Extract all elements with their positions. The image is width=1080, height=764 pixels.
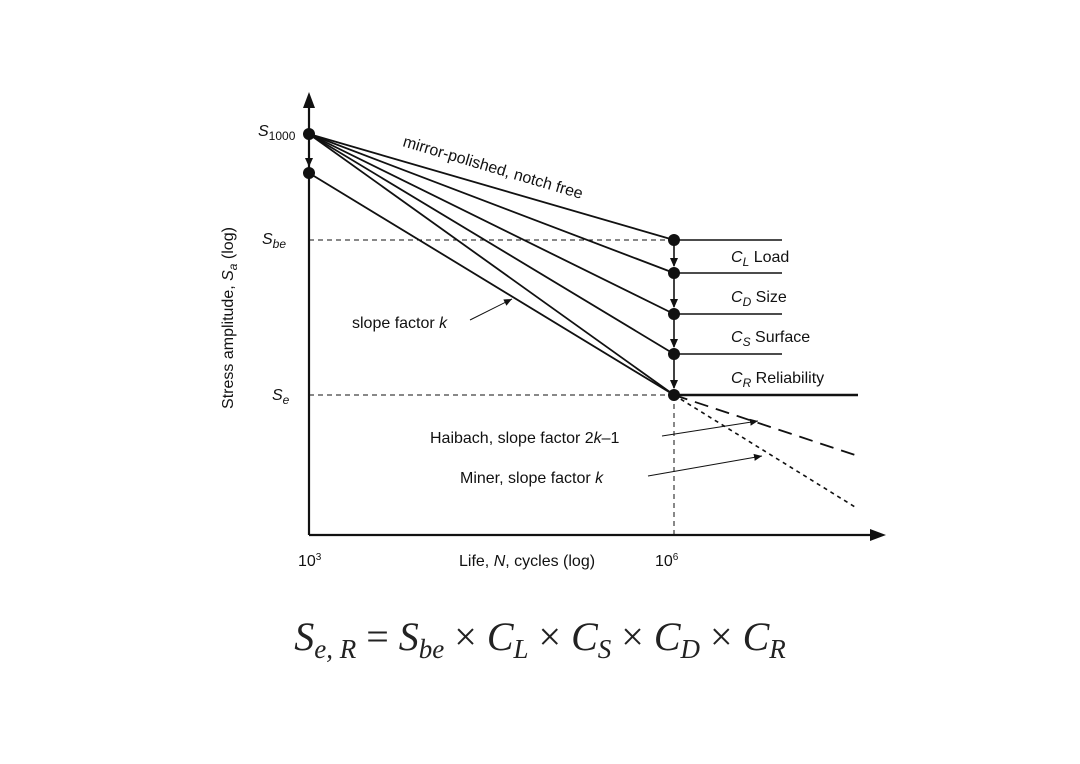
endurance-formula: Se, R = Sbe × CL × CS × CD × CR	[294, 614, 786, 664]
reliability-curve	[308, 133, 675, 396]
s1000-point	[303, 128, 315, 140]
factor-size-label: CD Size	[731, 289, 787, 309]
haibach-extension	[673, 394, 859, 457]
surface-curve	[308, 133, 675, 355]
s1000-reduced-point	[303, 167, 315, 179]
miner-extension	[673, 394, 856, 508]
factor-load-label: CL Load	[731, 249, 789, 269]
sbe-label: Sbe	[262, 231, 286, 251]
sbe-point	[668, 234, 680, 246]
slope-factor-pointer	[469, 298, 513, 321]
miner-label: Miner, slope factor k	[460, 470, 604, 487]
size-curve	[308, 133, 675, 315]
haibach-label: Haibach, slope factor 2k–1	[430, 430, 620, 447]
slope-factor-curve	[308, 172, 675, 396]
haibach-pointer	[661, 418, 759, 437]
load-curve	[308, 133, 675, 274]
se-point	[668, 389, 680, 401]
s1000-label: S1000	[258, 123, 296, 143]
slope-factor-label: slope factor k	[352, 315, 448, 332]
y-axis-title: Stress amplitude, Sa (log)	[220, 227, 240, 409]
factor-surface-label: CS Surface	[731, 329, 810, 349]
miner-pointer	[647, 453, 763, 477]
x-axis-title: Life, N, cycles (log)	[459, 553, 595, 570]
load-point	[668, 267, 680, 279]
size-point	[668, 308, 680, 320]
se-label: Se	[272, 387, 290, 407]
factor-reliability-label: CR Reliability	[731, 370, 824, 390]
mirror-polished-curve	[308, 133, 675, 241]
x-tick-1000: 103	[298, 552, 322, 570]
x-axis-arrow-icon	[870, 529, 886, 541]
x-tick-1000000: 106	[655, 552, 679, 570]
surface-point	[668, 348, 680, 360]
y-axis-arrow-icon	[303, 92, 315, 108]
